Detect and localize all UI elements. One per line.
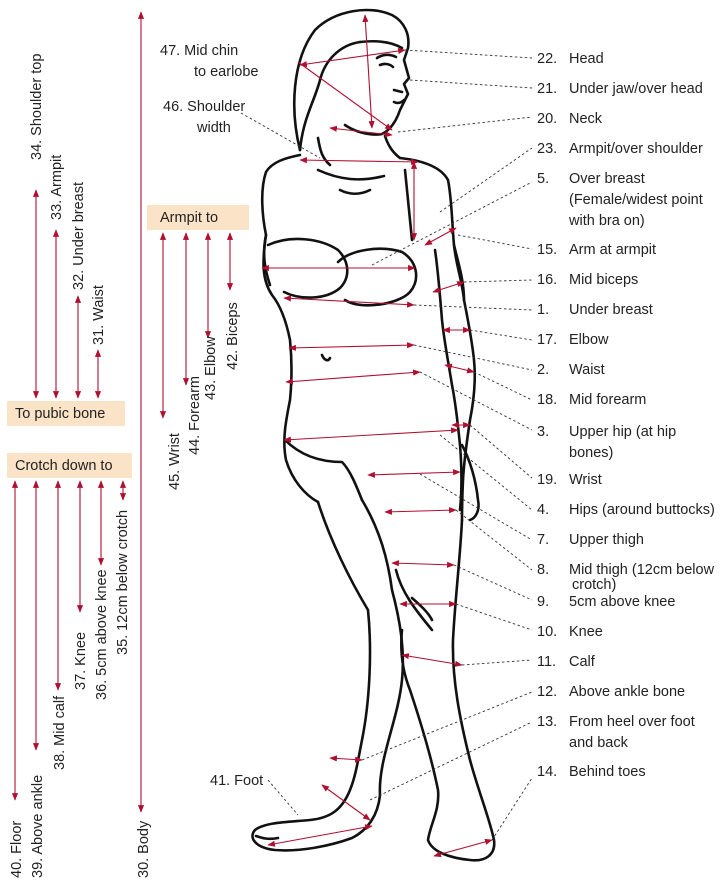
label-waist: 31. Waist <box>91 285 107 345</box>
right-label-text: Mid biceps <box>569 272 638 288</box>
right-label-number: 18. <box>537 392 557 408</box>
right-label-number: 11. <box>537 654 556 670</box>
right-label-number: 4. <box>537 502 549 518</box>
label-mid-calf: 38. Mid calf <box>52 695 68 770</box>
right-label-number: 21. <box>537 81 557 97</box>
right-label-number: 16. <box>537 272 557 288</box>
right-label-text: Armpit/over shoulder <box>569 141 703 157</box>
right-label-number: 8. <box>537 562 549 578</box>
right-labels: 22. Head 21. Under jaw/over head 20. Neck 23. A… <box>537 51 715 780</box>
right-label-text: Under breast <box>569 302 653 318</box>
label-foot: 41. Foot <box>210 773 263 789</box>
right-label-number: 1. <box>537 302 549 318</box>
right-label-number: 13. <box>537 714 557 730</box>
right-label-text: Calf <box>569 654 596 670</box>
arrow-mid-chin <box>298 62 392 130</box>
right-label-text: Under jaw/over head <box>569 81 703 97</box>
right-label-text: Mid thigh (12cm below <box>569 562 715 578</box>
label-wrist: 45. Wrist <box>167 433 183 490</box>
label-elbow: 43. Elbow <box>203 336 219 400</box>
right-label-text: Upper hip (at hip <box>569 424 676 440</box>
arrow-head <box>300 50 405 65</box>
right-label-text-continued: and back <box>569 735 629 751</box>
right-label-text: Waist <box>569 362 605 378</box>
right-label-text: Knee <box>569 624 603 640</box>
arrow-neck <box>330 128 392 135</box>
right-label-text-continued: crotch) <box>572 577 616 593</box>
label-above-knee: 36. 5cm above knee <box>94 569 110 700</box>
arrow-upper-hip <box>286 372 420 382</box>
right-label-text-continued: bones) <box>569 445 613 461</box>
right-label-number: 14. <box>537 764 557 780</box>
label-body: 30. Body <box>136 820 152 878</box>
right-label-text: Head <box>569 51 604 67</box>
right-label-text: Over breast <box>569 171 645 187</box>
label-shoulder-width-line1: 46. Shoulder <box>163 99 245 115</box>
label-shoulder-top: 34. Shoulder top <box>29 54 45 160</box>
crotch-down-box: Crotch down to <box>7 453 132 478</box>
right-label-number: 7. <box>537 532 549 548</box>
right-label-number: 5. <box>537 171 549 187</box>
right-label-text: From heel over foot <box>569 714 695 730</box>
label-below-crotch: 35. 12cm below crotch <box>115 510 131 655</box>
right-label-text: Mid forearm <box>569 392 646 408</box>
body-measurement-arrows <box>262 15 492 856</box>
right-label-text: Arm at armpit <box>569 242 656 258</box>
arrow-above-knee <box>392 563 454 565</box>
right-label-text-continued: (Female/widest point <box>569 192 703 208</box>
right-label-number: 19. <box>537 472 557 488</box>
top-left-labels: 47. Mid chin to earlobe 46. Shoulder wid… <box>160 43 263 789</box>
label-mid-chin-line2: to earlobe <box>194 64 259 80</box>
right-label-number: 9. <box>537 594 549 610</box>
crotch-down-to-label: Crotch down to <box>15 458 113 474</box>
right-label-text-continued: with bra on) <box>568 213 645 229</box>
arrow-waist <box>289 345 414 348</box>
right-label-text: Above ankle bone <box>569 684 685 700</box>
right-label-number: 15. <box>537 242 557 258</box>
right-label-number: 23. <box>537 141 557 157</box>
right-label-text: 5cm above knee <box>569 594 675 610</box>
arrow-arm-at-armpit <box>425 228 456 245</box>
label-armpit: 33. Armpit <box>49 155 65 220</box>
label-biceps: 42. Biceps <box>225 302 241 370</box>
arrow-upper-thigh <box>368 472 460 475</box>
arrow-shoulder-width <box>300 160 418 162</box>
right-label-number: 22. <box>537 51 557 67</box>
label-mid-chin-line1: 47. Mid chin <box>160 43 238 59</box>
right-label-number: 10. <box>537 624 557 640</box>
armpit-to-box: Armpit to <box>147 205 249 230</box>
label-floor: 40. Floor <box>9 821 25 878</box>
label-shoulder-width-line2: width <box>196 120 231 136</box>
label-forearm: 44. Forearm <box>187 376 203 455</box>
right-label-number: 3. <box>537 424 549 440</box>
to-pubic-bone-label: To pubic bone <box>15 406 105 422</box>
right-label-text: Wrist <box>569 472 602 488</box>
right-label-number: 20. <box>537 111 557 127</box>
pubic-bone-box: To pubic bone <box>7 401 125 426</box>
arrow-hips <box>284 430 458 440</box>
armpit-to-label: Armpit to <box>160 210 218 226</box>
right-label-text: Hips (around buttocks) <box>569 502 715 518</box>
right-label-text: Elbow <box>569 332 609 348</box>
arrow-behind-toes <box>434 840 492 856</box>
right-label-number: 17. <box>537 332 557 348</box>
right-label-number: 2. <box>537 362 549 378</box>
right-label-text: Neck <box>569 111 603 127</box>
right-label-text: Behind toes <box>569 764 646 780</box>
label-under-breast: 32. Under breast <box>71 182 87 290</box>
right-label-text: Upper thigh <box>569 532 644 548</box>
label-knee: 37. Knee <box>73 632 89 690</box>
label-above-ankle: 39. Above ankle <box>30 775 46 878</box>
arrow-mid-thigh <box>385 510 456 512</box>
right-label-number: 12. <box>537 684 557 700</box>
